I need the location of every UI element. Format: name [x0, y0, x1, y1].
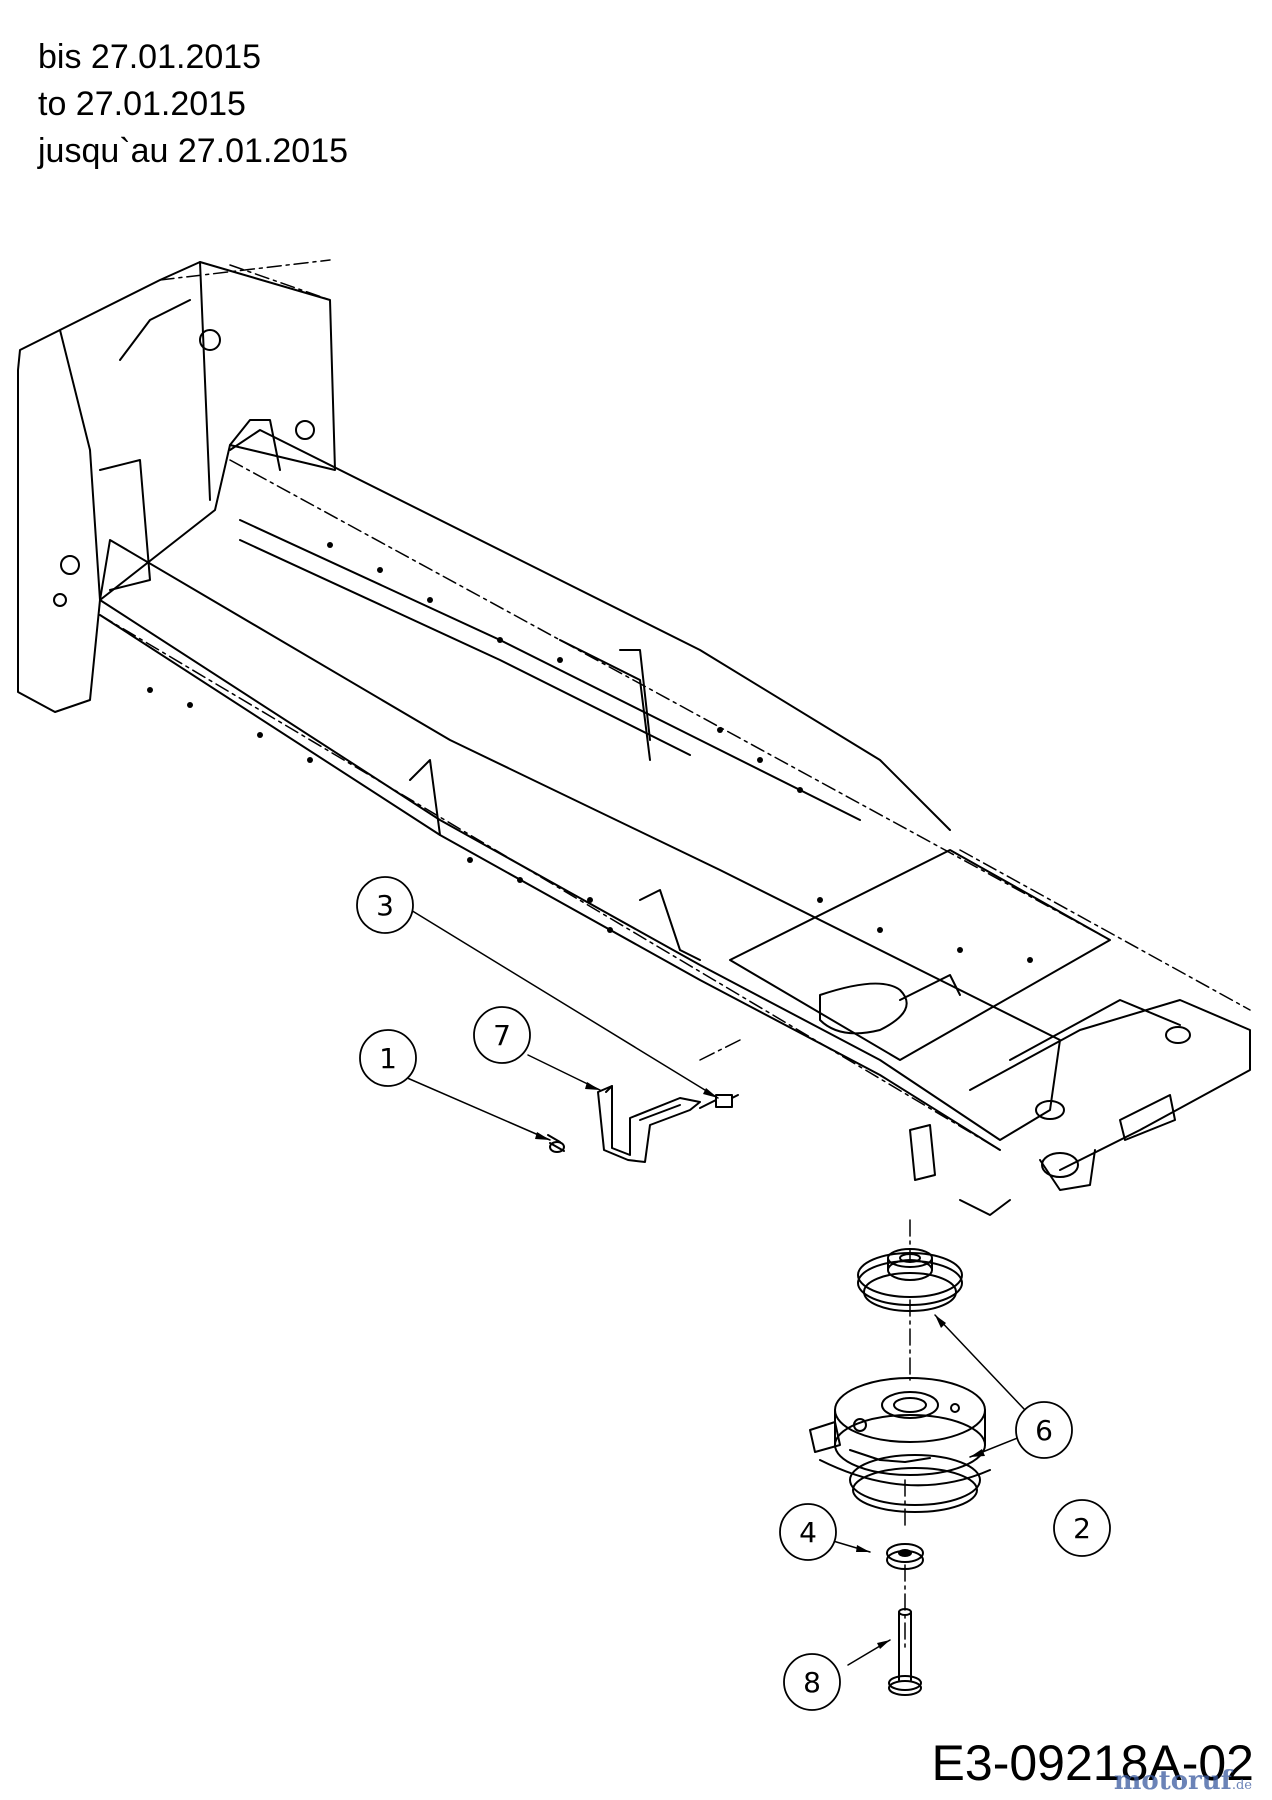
callout-part-8: 8 [783, 1653, 841, 1711]
callout-number: 1 [379, 1042, 397, 1075]
connector-part [699, 1094, 739, 1109]
watermark-name: motoruf [1113, 1766, 1232, 1796]
validity-english: to 27.01.2015 [38, 85, 246, 123]
clutch-part [809, 1377, 991, 1513]
validity-french: jusqu`au 27.01.2015 [38, 132, 349, 170]
validity-german: bis 27.01.2015 [38, 38, 262, 76]
callout-number: 2 [1073, 1512, 1091, 1545]
callout-circle [783, 1653, 841, 1711]
callout-number: 7 [493, 1019, 511, 1052]
callout-number: 4 [799, 1516, 817, 1549]
pulley-part [857, 1248, 963, 1312]
callout-part-6: 6 [1015, 1401, 1073, 1459]
bracket-part [597, 1085, 701, 1163]
watermark-logo: motoruf.de [1114, 1766, 1252, 1796]
callout-circle [359, 1029, 417, 1087]
callout-circle [1053, 1499, 1111, 1557]
callout-circle [473, 1006, 531, 1064]
callout-circle [779, 1503, 837, 1561]
callout-bubbles: 1 2 3 4 6 7 8 [356, 876, 1111, 1711]
hidden-outlines [99, 259, 1251, 1151]
callout-part-1: 1 [359, 1029, 417, 1087]
callout-circle [356, 876, 414, 934]
callout-circle [1015, 1401, 1073, 1459]
callout-part-7: 7 [473, 1006, 531, 1064]
callout-number: 3 [376, 889, 394, 922]
spacer-part [886, 1543, 924, 1570]
callout-part-4: 4 [779, 1503, 837, 1561]
callout-leaders [369, 884, 1051, 1666]
callout-number: 8 [803, 1666, 821, 1699]
watermark-tld: .de [1231, 1778, 1252, 1793]
callout-number: 6 [1035, 1414, 1053, 1447]
drawing-number: E3-09218A-02 [931, 1735, 1254, 1791]
chassis-frame [17, 261, 1251, 1216]
callout-part-2: 2 [1053, 1499, 1111, 1557]
callout-part-3: 3 [356, 876, 414, 934]
callout-arrowheads [535, 1082, 985, 1649]
screw-part [547, 1134, 565, 1153]
bolt-part [888, 1608, 922, 1696]
